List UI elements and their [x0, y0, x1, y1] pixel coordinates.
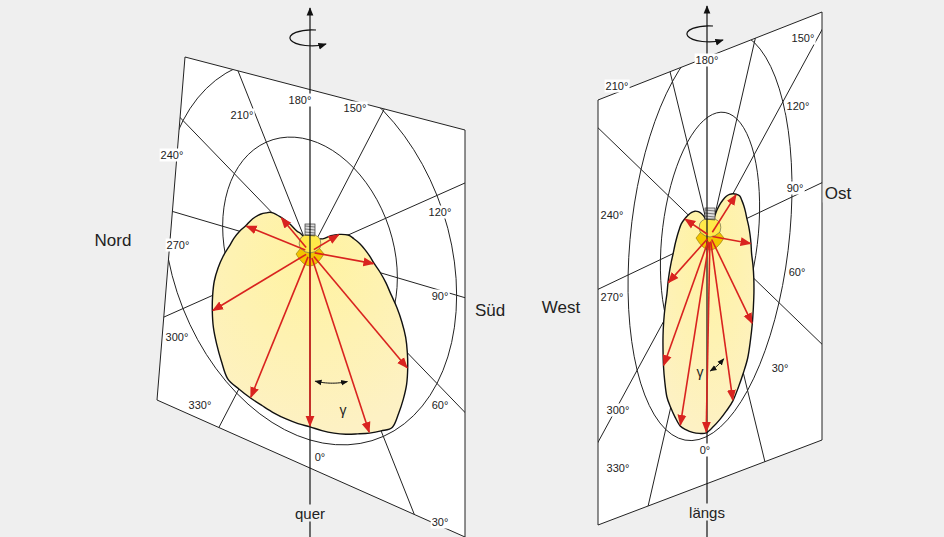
angle-label: 90° [431, 290, 450, 303]
angle-label: 240° [160, 149, 185, 162]
diagram-plane [598, 12, 822, 525]
angle-label: 150° [791, 32, 816, 45]
angle-label: 300° [606, 404, 631, 417]
angle-label: 210° [230, 109, 255, 122]
polar-circle [628, 31, 792, 440]
angle-label: 0° [314, 451, 327, 464]
intensity-arrow [309, 258, 311, 426]
angle-label: 300° [165, 331, 190, 344]
angle-arc [710, 359, 723, 371]
intensity-arrow [668, 239, 707, 283]
angle-label: 330° [606, 462, 631, 475]
angle-label: 210° [605, 80, 630, 93]
direction-label: West [540, 298, 582, 317]
angle-label: 270° [600, 291, 625, 304]
direction-label: Ost [823, 184, 853, 203]
intensity-arrow [312, 258, 369, 432]
angle-symbol: γ [340, 403, 347, 417]
angle-label: 30° [771, 362, 790, 375]
intensity-arrow [251, 257, 308, 397]
angle-label: 60° [788, 266, 807, 279]
intensity-arrow [281, 218, 306, 248]
intensity-arrow [680, 242, 709, 425]
intensity-arrow [247, 226, 306, 250]
direction-label: Süd [473, 301, 507, 320]
direction-label: Nord [93, 231, 134, 250]
angle-label: 180° [288, 94, 313, 107]
angle-label: 60° [431, 399, 450, 412]
view-label: längs [687, 504, 727, 521]
angle-label: 270° [166, 239, 191, 252]
rotation-axis [706, 6, 707, 537]
angle-label: 150° [343, 102, 368, 115]
intensity-arrow [712, 236, 750, 243]
angle-label: 120° [786, 100, 811, 113]
intensity-arrow [314, 235, 339, 250]
intensity-arrow [711, 241, 733, 400]
rotation-arrow [290, 30, 326, 46]
angle-label: 180° [695, 54, 720, 67]
view-label: quer [293, 505, 327, 522]
polar-panel [500, 0, 920, 537]
angle-symbol: γ [697, 365, 704, 379]
angle-label: 330° [188, 399, 213, 412]
angle-label: 30° [431, 516, 450, 529]
radial-line [533, 65, 710, 236]
angle-label: 240° [600, 209, 625, 222]
radial-line [310, 0, 505, 252]
angle-label: 0° [699, 444, 712, 457]
angle-label: 120° [428, 206, 453, 219]
intensity-arrow [712, 240, 752, 324]
diagram-plane [157, 57, 465, 537]
polar-panel [0, 0, 700, 537]
intensity-arrow [315, 253, 374, 264]
intensity-arrow [664, 241, 708, 365]
light-distribution-curve [663, 194, 754, 434]
rotation-axis [309, 8, 310, 537]
intensity-arrow [314, 257, 407, 368]
radial-line [614, 0, 710, 236]
intensity-arrow [712, 195, 736, 232]
angle-label: 90° [786, 182, 805, 195]
angle-arc [315, 381, 347, 383]
intensity-arrow [685, 219, 708, 234]
intensity-arrow [706, 242, 710, 432]
intensity-arrow [213, 254, 306, 310]
rotation-arrow [687, 26, 723, 42]
radial-line [115, 0, 310, 252]
radial-line [310, 102, 648, 252]
